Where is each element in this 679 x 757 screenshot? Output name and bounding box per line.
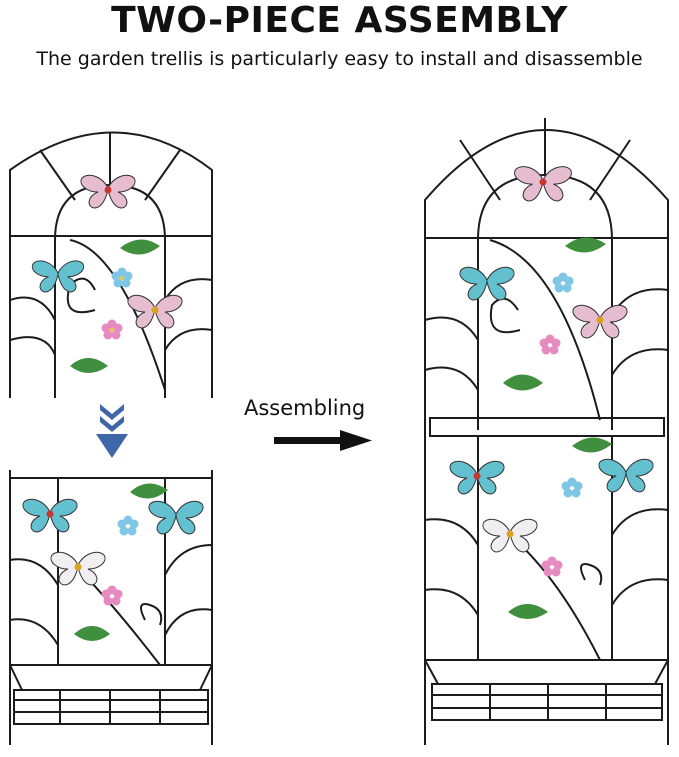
flower-icon: [561, 477, 583, 498]
assembled-decor: [449, 166, 654, 619]
page-title: TWO-PIECE ASSEMBLY: [111, 0, 568, 41]
butterfly-icon: [148, 500, 204, 535]
leaf-icon: [508, 604, 548, 619]
butterfly-icon: [31, 260, 85, 293]
arrow-right-icon: [274, 430, 372, 451]
leaf-icon: [74, 626, 110, 641]
flower-icon: [541, 556, 563, 577]
flower-icon: [101, 585, 123, 606]
arrow-down-icon: [96, 404, 128, 458]
leaf-icon: [572, 437, 612, 453]
top-piece-decor: [31, 174, 183, 373]
assembling-label: Assembling: [244, 396, 366, 420]
leaf-icon: [503, 374, 543, 391]
leaf-icon: [565, 237, 606, 253]
leaf-icon: [120, 239, 160, 255]
flower-icon: [117, 515, 139, 536]
leaf-icon: [70, 358, 108, 373]
flower-icon: [539, 334, 561, 355]
flower-icon: [552, 272, 574, 293]
butterfly-icon: [598, 458, 654, 493]
top-piece-arch: [9, 131, 213, 398]
trellis-assembled: [424, 118, 669, 745]
leaf-icon: [130, 483, 168, 499]
butterfly-icon: [459, 266, 515, 301]
bottom-piece-decor: [22, 483, 204, 641]
page-subtitle: The garden trellis is particularly easy …: [36, 48, 643, 70]
